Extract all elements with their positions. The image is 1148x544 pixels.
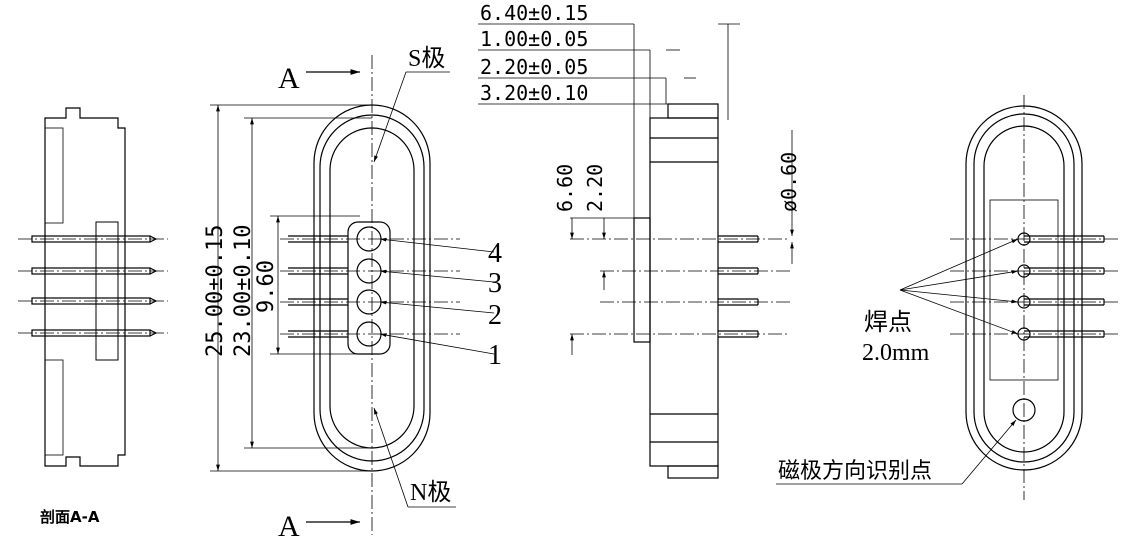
dim-offset-a: 6.60 bbox=[553, 164, 577, 212]
contact-block bbox=[347, 221, 391, 355]
pin-number-3: 3 bbox=[488, 268, 502, 299]
s-pole-label: S极 bbox=[408, 45, 445, 72]
pin-number-4: 4 bbox=[488, 238, 502, 269]
dim-body-depth: 3.20±0.10 bbox=[480, 81, 588, 105]
back-outer-body bbox=[965, 105, 1083, 471]
side-view: 6.40±0.15 1.00±0.05 2.20±0.05 3.20±0.10 … bbox=[478, 1, 801, 479]
front-view: A A 25.00±0.15 bbox=[203, 45, 502, 543]
polarity-mark bbox=[1012, 398, 1036, 422]
section-view: 剖面A-A bbox=[18, 107, 168, 526]
solder-label: 焊点 bbox=[864, 309, 912, 336]
dim-offset-b: 2.20 bbox=[583, 164, 607, 212]
dim-depth-overall: 6.40±0.15 bbox=[480, 1, 588, 25]
dim-pin-span: 9.60 bbox=[254, 260, 279, 313]
dim-overall-length: 25.00±0.15 bbox=[203, 225, 228, 357]
side-pins bbox=[718, 235, 759, 338]
side-contact-face bbox=[633, 217, 651, 343]
dim-pin-diameter: ø0.60 bbox=[777, 152, 801, 212]
pin-number-2: 2 bbox=[488, 300, 502, 331]
dim-flange-thickness: 1.00±0.05 bbox=[480, 27, 588, 51]
cut-label-top: A bbox=[278, 62, 300, 95]
back-view: 焊点 2.0mm 磁极方向识别点 bbox=[776, 95, 1120, 500]
section-caption: 剖面A-A bbox=[40, 508, 100, 526]
side-flange-top bbox=[667, 103, 719, 119]
pin-number-1: 1 bbox=[488, 340, 502, 371]
n-pole-label: N极 bbox=[410, 479, 451, 506]
solder-size: 2.0mm bbox=[862, 340, 930, 366]
side-dims-top: 6.40±0.15 1.00±0.05 2.20±0.05 3.20±0.10 bbox=[478, 1, 740, 218]
back-pins bbox=[1024, 235, 1105, 338]
polarity-mark-label: 磁极方向识别点 bbox=[778, 458, 932, 483]
cut-label-bottom: A bbox=[278, 510, 300, 543]
section-pins bbox=[18, 235, 168, 337]
dim-inner-length: 23.00±0.10 bbox=[231, 225, 256, 357]
dim-face-offset: 2.20±0.05 bbox=[480, 55, 588, 79]
